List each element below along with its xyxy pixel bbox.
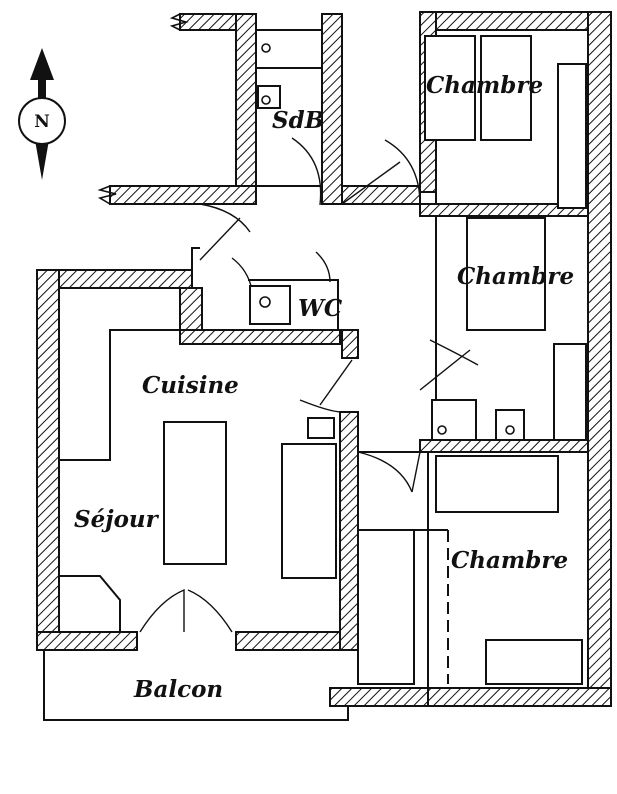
wall-segment [329,687,429,707]
wardrobe [357,529,415,685]
door-arc [299,399,343,413]
room-outline [59,575,121,632]
door-arc [187,589,233,633]
room-label-balcony: Balcon [133,676,223,703]
walls [36,11,612,707]
room-label-bathroom: SdB [272,107,324,134]
wall-segment [36,269,60,651]
sink-icon [261,95,271,105]
door-arc [199,203,251,233]
door-arc [411,451,421,493]
north-arrow-icon [30,48,54,100]
kitchen-appliance [307,417,335,439]
room-label-bedroom-top: Chambre [426,72,543,99]
wall-segment [179,287,203,331]
room-outline [248,279,339,330]
room-label-kitchen: Cuisine [142,372,239,399]
room-label-bedroom-middle: Chambre [457,263,574,290]
bed [424,35,476,141]
wall-segment [321,13,343,205]
wall-segment [427,687,612,707]
kitchen-counter [281,443,337,579]
door-arc [429,339,479,366]
table [163,421,227,565]
compass-circle [18,97,66,145]
room-labels: Chambre SdB Chambre WC Cuisine Séjour Ch… [74,72,574,703]
room-outline [191,247,200,270]
bed [466,217,546,331]
wall-segment [36,269,193,289]
room-label-living: Séjour [74,506,160,533]
door-arc [291,137,322,206]
door-arc [357,451,413,493]
room-outline [358,451,429,688]
toilet-icon [259,296,271,308]
sink-icon [505,425,515,435]
sink-icon [261,43,271,53]
wall-segment [419,203,589,217]
door-arc [315,251,331,283]
compass: N [18,48,66,180]
wall-segment [419,439,589,453]
room-outline [59,329,180,461]
wall-segment [235,13,257,205]
sink-icon [437,425,447,435]
wall-segment [339,411,359,651]
wall-segment [36,631,138,651]
door-arc [199,217,241,261]
bed [485,639,583,685]
room-label-bedroom-bottom: Chambre [451,547,568,574]
wall-segment [434,11,612,31]
toilet [249,285,291,325]
door-arc [319,359,353,406]
north-arrow-tail-icon [35,140,49,180]
wall-segment [109,185,257,205]
break-mark [97,185,117,205]
furniture [163,35,587,685]
wardrobe [553,343,587,441]
door-arc [341,161,401,205]
break-mark [169,13,189,31]
door-arc [419,349,471,391]
wall-segment [179,329,341,345]
door-arc [384,139,421,205]
bed [480,35,532,141]
door-arc [139,588,185,633]
washbasin [495,409,525,441]
balcony-outline [43,650,349,721]
wardrobe [557,63,587,209]
desk [435,455,559,513]
wall-segment [341,329,359,359]
compass-letter: N [34,112,50,132]
washbasin [431,399,477,441]
wall-segment [235,631,357,651]
room-label-wc: WC [298,295,343,322]
wall-segment [587,11,612,707]
doors [139,137,479,633]
